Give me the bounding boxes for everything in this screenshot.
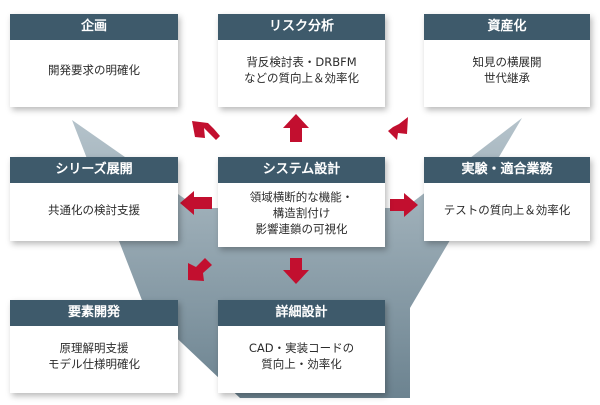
system-design-line-2: 構造割付け — [272, 206, 331, 220]
risk-analysis-line-2: などの質向上＆効率化 — [244, 71, 359, 85]
planning-title: 企画 — [10, 14, 178, 40]
system-design-body: 領域横断的な機能・ 構造割付け 影響連鎖の可視化 — [218, 183, 385, 237]
series-expansion-body: 共通化の検討支援 — [10, 183, 178, 218]
validation-body: テストの質向上＆効率化 — [424, 183, 590, 218]
arrow-down-left-icon — [188, 258, 212, 281]
element-development-line-1: 原理解明支援 — [59, 341, 129, 355]
series-expansion-box: シリーズ展開 共通化の検討支援 — [10, 157, 178, 241]
assetization-box: 資産化 知見の横展開 世代継承 — [424, 14, 590, 107]
element-development-box: 要素開発 原理解明支援 モデル仕様明確化 — [10, 300, 178, 393]
system-design-line-1: 領域横断的な機能・ — [249, 190, 354, 204]
arrow-right-icon — [390, 193, 418, 217]
risk-analysis-box: リスク分析 背反検討表・DRBFM などの質向上＆効率化 — [218, 14, 385, 107]
element-development-body: 原理解明支援 モデル仕様明確化 — [10, 326, 178, 372]
arrow-up-icon — [283, 114, 309, 142]
risk-analysis-body: 背反検討表・DRBFM などの質向上＆効率化 — [218, 40, 385, 86]
planning-body: 開発要求の明確化 — [10, 40, 178, 78]
detailed-design-line-1: CAD・実装コードの — [248, 341, 355, 355]
arrow-up-right-icon — [388, 117, 408, 140]
direction-arrows — [180, 114, 418, 284]
detailed-design-box: 詳細設計 CAD・実装コードの 質向上・効率化 — [218, 300, 385, 393]
detailed-design-line-2: 質向上・効率化 — [261, 357, 342, 371]
detailed-design-body: CAD・実装コードの 質向上・効率化 — [218, 326, 385, 372]
assetization-body: 知見の横展開 世代継承 — [424, 40, 590, 86]
assetization-line-1: 知見の横展開 — [472, 55, 542, 69]
validation-box: 実験・適合業務 テストの質向上＆効率化 — [424, 157, 590, 241]
assetization-title: 資産化 — [424, 14, 590, 40]
assetization-line-2: 世代継承 — [484, 71, 530, 85]
system-design-line-3: 影響連鎖の可視化 — [255, 222, 348, 236]
series-expansion-title: シリーズ展開 — [10, 157, 178, 183]
element-development-title: 要素開発 — [10, 300, 178, 326]
risk-analysis-title: リスク分析 — [218, 14, 385, 40]
planning-line-1: 開発要求の明確化 — [48, 63, 140, 77]
element-development-line-2: モデル仕様明確化 — [48, 357, 140, 371]
validation-line-1: テストの質向上＆効率化 — [443, 203, 571, 217]
arrow-left-icon — [180, 191, 212, 215]
validation-title: 実験・適合業務 — [424, 157, 590, 183]
arrow-up-left-icon — [192, 121, 220, 140]
planning-box: 企画 開発要求の明確化 — [10, 14, 178, 107]
series-expansion-line-1: 共通化の検討支援 — [48, 203, 140, 217]
risk-analysis-line-1: 背反検討表・DRBFM — [246, 55, 357, 69]
arrow-down-icon — [283, 258, 309, 284]
detailed-design-title: 詳細設計 — [218, 300, 385, 326]
system-design-title: システム設計 — [218, 157, 385, 183]
system-design-box: システム設計 領域横断的な機能・ 構造割付け 影響連鎖の可視化 — [218, 157, 385, 247]
